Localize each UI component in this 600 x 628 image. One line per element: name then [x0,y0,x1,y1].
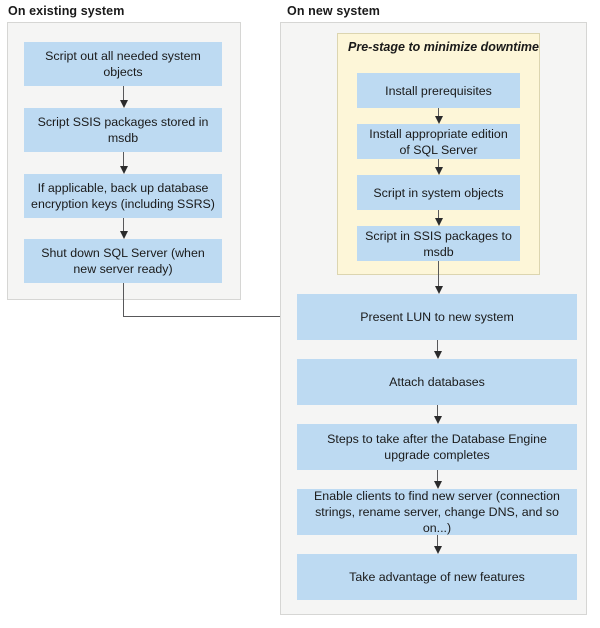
node-shut-down-sql-server[interactable]: Shut down SQL Server (when new server re… [24,239,222,283]
node-install-prerequisites[interactable]: Install prerequisites [357,73,520,108]
arrow-down-icon [433,405,442,424]
panel-title-existing-system: On existing system [8,4,125,18]
prestage-group-title: Pre-stage to minimize downtime [348,40,540,54]
arrow-down-icon [433,535,442,554]
node-label: Steps to take after the Database Engine … [327,432,547,462]
node-attach-databases[interactable]: Attach databases [297,359,577,405]
arrow-down-icon [433,470,442,489]
arrow-down-icon [433,340,442,359]
node-label: Install prerequisites [385,83,492,98]
arrow-down-icon [434,210,443,226]
node-enable-clients-find-new-server[interactable]: Enable clients to find new server (conne… [297,489,577,535]
node-take-advantage-of-new-features[interactable]: Take advantage of new features [297,554,577,600]
arrow-down-icon [434,261,443,294]
arrow-down-icon [119,218,128,239]
arrow-down-icon [119,152,128,174]
node-label: Enable clients to find new server (conne… [314,489,560,535]
node-label: Attach databases [389,375,485,389]
arrow-down-icon [119,86,128,108]
node-label: If applicable, back up database encrypti… [31,181,215,211]
node-label: Script out all needed system objects [45,49,201,79]
panel-title-new-system: On new system [287,4,380,18]
connector-arrow-right-icon [123,312,298,320]
arrow-down-icon [434,159,443,175]
node-label: Present LUN to new system [360,310,514,324]
node-post-upgrade-steps[interactable]: Steps to take after the Database Engine … [297,424,577,470]
node-label: Shut down SQL Server (when new server re… [41,246,205,276]
node-back-up-encryption-keys[interactable]: If applicable, back up database encrypti… [24,174,222,218]
node-label: Install appropriate edition of SQL Serve… [369,126,508,157]
node-label: Script SSIS packages stored in msdb [37,115,209,145]
node-script-in-system-objects[interactable]: Script in system objects [357,175,520,210]
node-label: Script in system objects [373,185,504,200]
node-install-sql-server-edition[interactable]: Install appropriate edition of SQL Serve… [357,124,520,159]
node-script-out-system-objects[interactable]: Script out all needed system objects [24,42,222,86]
arrow-down-icon [434,108,443,124]
node-script-in-ssis-packages-to-msdb[interactable]: Script in SSIS packages to msdb [357,226,520,261]
node-script-ssis-packages[interactable]: Script SSIS packages stored in msdb [24,108,222,152]
node-label: Script in SSIS packages to msdb [365,228,512,259]
node-label: Take advantage of new features [349,570,525,584]
node-present-lun-to-new-system[interactable]: Present LUN to new system [297,294,577,340]
connector-line-vertical [123,283,124,316]
